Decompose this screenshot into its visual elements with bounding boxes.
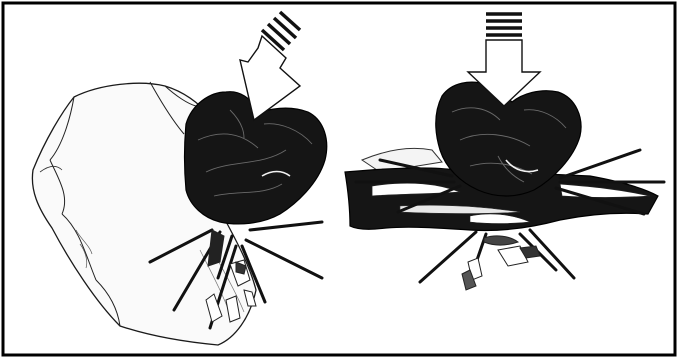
- left-panel: [32, 12, 326, 345]
- arrow-stripe: [274, 18, 296, 38]
- impact-line: [250, 222, 322, 230]
- arrow-stripe: [268, 24, 290, 44]
- right-panel: [345, 14, 664, 290]
- fragment: [484, 236, 518, 245]
- impact-line: [246, 240, 322, 278]
